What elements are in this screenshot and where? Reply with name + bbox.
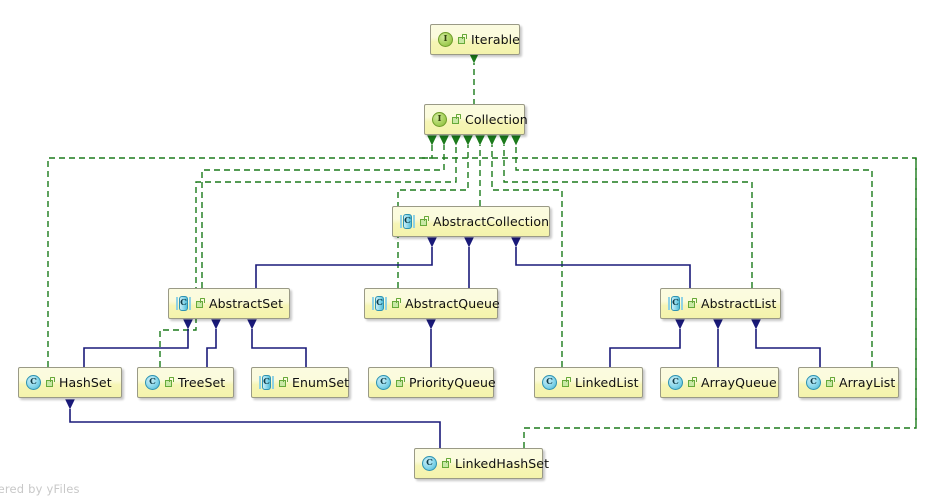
edge-arraylist-abstractlist bbox=[751, 319, 821, 367]
class-type-icon: C bbox=[145, 375, 160, 390]
class-node-label: TreeSet bbox=[178, 375, 226, 390]
type-icon-letter: C bbox=[30, 377, 37, 388]
public-visibility-icon bbox=[196, 298, 206, 309]
class-type-icon: C bbox=[422, 456, 437, 471]
class-node-arrayqueue[interactable]: C ArrayQueue bbox=[660, 367, 779, 398]
public-visibility-icon bbox=[165, 377, 175, 388]
edge-abstractlist-collection bbox=[499, 135, 753, 288]
class-node-label: ArrayList bbox=[839, 375, 896, 390]
generalization-edges bbox=[65, 237, 821, 448]
abstract-marker-right bbox=[413, 215, 415, 228]
abstract-marker-left bbox=[668, 297, 670, 310]
type-icon-letter: C bbox=[263, 377, 270, 388]
edge-abstractlist-abstractcollection bbox=[511, 237, 691, 288]
class-node-arraylist[interactable]: C ArrayList bbox=[798, 367, 899, 398]
class-type-icon: C bbox=[176, 296, 191, 311]
public-visibility-icon bbox=[688, 377, 698, 388]
edge-hashset-collection bbox=[47, 135, 437, 367]
class-node-label: EnumSet bbox=[292, 375, 350, 390]
class-node-linkedhashset[interactable]: C LinkedHashSet bbox=[414, 448, 549, 479]
class-node-label: AbstractCollection bbox=[433, 214, 550, 229]
type-icon-letter: I bbox=[443, 34, 448, 45]
type-icon-letter: C bbox=[810, 377, 817, 388]
class-node-label: AbstractList bbox=[701, 296, 777, 311]
edge-linkedlist-abstractlist bbox=[609, 319, 685, 367]
public-visibility-icon bbox=[452, 114, 462, 125]
class-type-icon: C bbox=[668, 296, 683, 311]
class-node-hashset[interactable]: C HashSet bbox=[18, 367, 122, 398]
type-icon-letter: C bbox=[180, 298, 187, 309]
class-node-iterable[interactable]: I Iterable bbox=[430, 24, 520, 55]
public-visibility-icon bbox=[442, 458, 452, 469]
type-icon-letter: C bbox=[546, 377, 553, 388]
public-visibility-icon bbox=[396, 377, 406, 388]
class-node-label: Iterable bbox=[471, 32, 520, 47]
class-node-label: AbstractSet bbox=[209, 296, 284, 311]
abstract-marker-right bbox=[681, 297, 683, 310]
interface-type-icon: I bbox=[432, 112, 447, 127]
class-type-icon: C bbox=[372, 296, 387, 311]
class-type-icon: C bbox=[668, 375, 683, 390]
edge-treeset-abstractset bbox=[206, 319, 221, 367]
class-type-icon: C bbox=[376, 375, 391, 390]
edge-linkedlist-collection bbox=[487, 135, 563, 367]
class-type-icon: C bbox=[542, 375, 557, 390]
public-visibility-icon bbox=[826, 377, 836, 388]
abstract-marker-right bbox=[189, 297, 191, 310]
public-visibility-icon bbox=[420, 216, 430, 227]
abstract-marker-left bbox=[400, 215, 402, 228]
public-visibility-icon bbox=[46, 377, 56, 388]
class-node-enumset[interactable]: C EnumSet bbox=[251, 367, 349, 398]
interface-type-icon: I bbox=[438, 32, 453, 47]
class-node-label: LinkedList bbox=[575, 375, 639, 390]
edge-abstractqueue-collection bbox=[397, 135, 473, 288]
class-node-abstractcollection[interactable]: C AbstractCollection bbox=[392, 206, 550, 237]
class-type-icon: C bbox=[26, 375, 41, 390]
class-node-label: HashSet bbox=[59, 375, 112, 390]
abstract-marker-left bbox=[372, 297, 374, 310]
class-type-icon: C bbox=[806, 375, 821, 390]
class-node-abstractqueue[interactable]: C AbstractQueue bbox=[364, 288, 500, 319]
class-node-label: AbstractQueue bbox=[405, 296, 500, 311]
type-icon-letter: C bbox=[404, 216, 411, 227]
type-icon-letter: C bbox=[426, 458, 433, 469]
class-node-collection[interactable]: I Collection bbox=[424, 104, 528, 135]
class-node-abstractset[interactable]: C AbstractSet bbox=[168, 288, 290, 319]
edge-abstractset-abstractcollection bbox=[255, 237, 437, 288]
class-node-label: ArrayQueue bbox=[701, 375, 777, 390]
public-visibility-icon bbox=[279, 377, 289, 388]
class-type-icon: C bbox=[400, 214, 415, 229]
edge-linkedhashset-hashset bbox=[65, 399, 441, 448]
abstract-marker-left bbox=[259, 376, 261, 389]
class-node-label: Collection bbox=[465, 112, 528, 127]
class-node-treeset[interactable]: C TreeSet bbox=[137, 367, 234, 398]
public-visibility-icon bbox=[688, 298, 698, 309]
edge-linkedhashset-collection-a bbox=[422, 157, 917, 448]
type-icon-letter: C bbox=[672, 377, 679, 388]
edge-enumset-abstractset bbox=[247, 319, 307, 367]
edge-hashset-abstractset bbox=[83, 319, 193, 367]
type-icon-letter: C bbox=[149, 377, 156, 388]
watermark-label: Powered by yFiles bbox=[0, 482, 80, 496]
type-icon-letter: C bbox=[380, 377, 387, 388]
public-visibility-icon bbox=[392, 298, 402, 309]
realization-edges bbox=[47, 53, 917, 448]
edge-treeset-collection bbox=[159, 135, 461, 367]
abstract-marker-left bbox=[176, 297, 178, 310]
abstract-marker-right bbox=[272, 376, 274, 389]
class-node-abstractlist[interactable]: C AbstractList bbox=[660, 288, 781, 319]
public-visibility-icon bbox=[458, 34, 468, 45]
class-node-linkedlist[interactable]: C LinkedList bbox=[534, 367, 643, 398]
class-type-icon: C bbox=[259, 375, 274, 390]
type-icon-letter: I bbox=[437, 114, 442, 125]
class-node-priorityqueue[interactable]: C PriorityQueue bbox=[368, 367, 496, 398]
edge-arraylist-collection bbox=[511, 135, 873, 367]
type-icon-letter: C bbox=[672, 298, 679, 309]
class-node-label: PriorityQueue bbox=[409, 375, 496, 390]
type-icon-letter: C bbox=[376, 298, 383, 309]
class-node-label: LinkedHashSet bbox=[455, 456, 550, 471]
abstract-marker-right bbox=[385, 297, 387, 310]
public-visibility-icon bbox=[562, 377, 572, 388]
